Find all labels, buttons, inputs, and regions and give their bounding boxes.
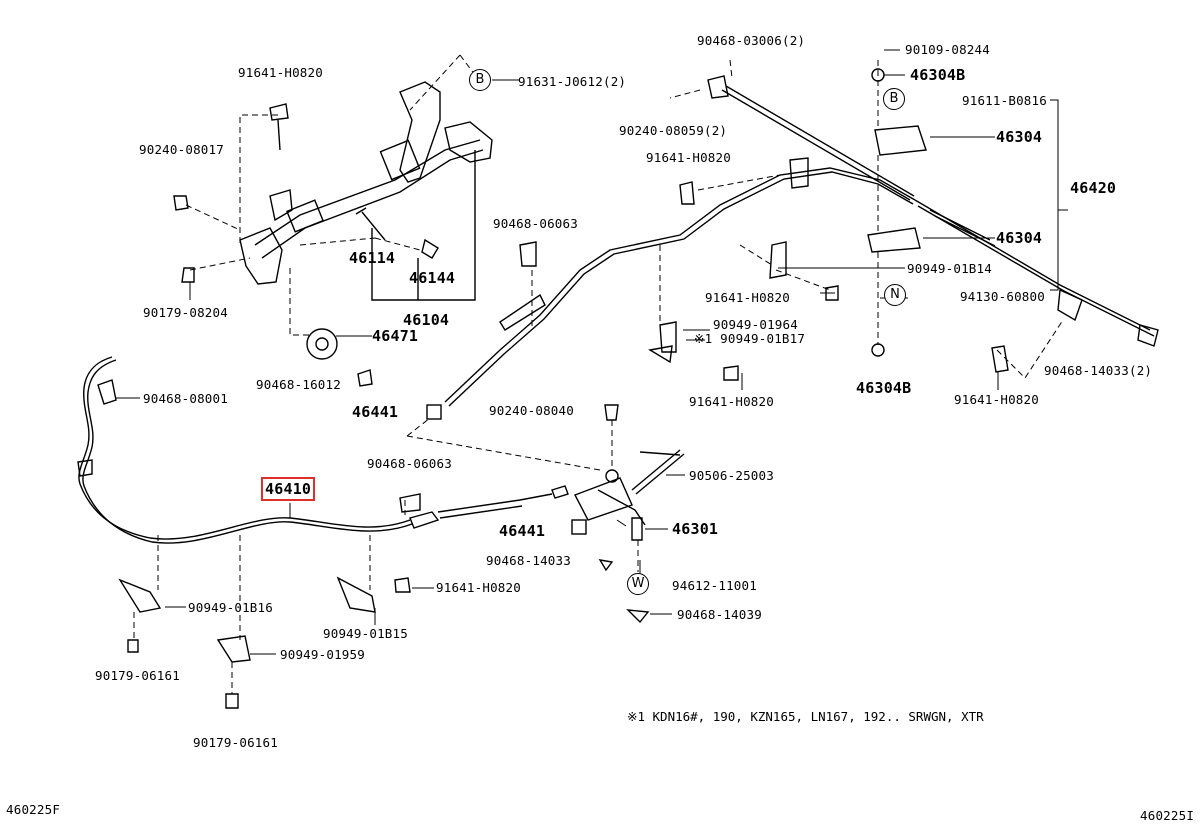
part-label-90240-08059: 90240-08059(2) — [619, 123, 728, 138]
part-label-46114: 46114 — [349, 249, 396, 267]
part-label-90468-08001: 90468-08001 — [143, 391, 228, 406]
diagram-code-right: 460225I — [1140, 808, 1195, 823]
callout-n: N — [884, 284, 906, 306]
part-label-91631-j0612: 91631-J0612(2) — [518, 74, 627, 89]
part-label-91641-h0820-c: 91641-H0820 — [646, 150, 731, 165]
part-label-94612-11001: 94612-11001 — [672, 578, 757, 593]
part-label-91641-h0820-e: 91641-H0820 — [689, 394, 774, 409]
part-label-46304b-lower: 46304B — [856, 379, 912, 397]
part-label-90468-16012: 90468-16012 — [256, 377, 341, 392]
part-label-46304b-upper: 46304B — [910, 66, 966, 84]
part-label-90109-08244: 90109-08244 — [905, 42, 990, 57]
part-label-90506-25003: 90506-25003 — [689, 468, 774, 483]
part-label-90468-06063-lower: 90468-06063 — [367, 456, 452, 471]
part-label-90179-08204: 90179-08204 — [143, 305, 228, 320]
part-label-90240-08040: 90240-08040 — [489, 403, 574, 418]
part-label-46144: 46144 — [409, 269, 456, 287]
part-label-90240-08017: 90240-08017 — [139, 142, 224, 157]
part-label-91611-b0816: 91611-B0816 — [962, 93, 1047, 108]
part-label-46410-highlighted: 46410 — [260, 477, 316, 501]
part-label-90468-14033-b: 90468-14033(2) — [1044, 363, 1153, 378]
part-label-46301: 46301 — [672, 520, 719, 538]
callout-b-right: B — [883, 88, 905, 110]
part-label-90949-01b14: 90949-01B14 — [907, 261, 992, 276]
part-label-90179-06161-b: 90179-06161 — [193, 735, 278, 750]
part-label-46104: 46104 — [403, 311, 450, 329]
callout-w: W — [627, 573, 649, 595]
part-label-90949-01b16: 90949-01B16 — [188, 600, 273, 615]
part-label-46471: 46471 — [372, 327, 419, 345]
rear-cable-46410 — [78, 356, 569, 544]
part-label-46304-upper: 46304 — [996, 128, 1043, 146]
part-label-91641-h0820: 91641-H0820 — [238, 65, 323, 80]
part-label-91641-h0820-f: 91641-H0820 — [954, 392, 1039, 407]
part-label-46441-lower: 46441 — [499, 522, 546, 540]
part-label-90468-03006: 90468-03006(2) — [697, 33, 806, 48]
part-label-90949-01b17: ※1 90949-01B17 — [694, 331, 806, 346]
parking-brake-lever — [239, 81, 493, 285]
part-label-90468-14039: 90468-14039 — [677, 607, 762, 622]
part-label-91641-h0820-d: 91641-H0820 — [705, 290, 790, 305]
part-label-90949-01964: 90949-01964 — [713, 317, 798, 332]
part-label-90949-01959: 90949-01959 — [280, 647, 365, 662]
part-label-94130-60800: 94130-60800 — [960, 289, 1045, 304]
part-label-46304-lower: 46304 — [996, 229, 1043, 247]
callout-b: B — [469, 69, 491, 91]
applicability-note: ※1 KDN16#, 190, KZN165, LN167, 192.. SRW… — [627, 709, 984, 724]
part-label-90179-06161-a: 90179-06161 — [95, 668, 180, 683]
part-label-90468-14033: 90468-14033 — [486, 553, 571, 568]
part-label-46441: 46441 — [352, 403, 399, 421]
diagram-code-left: 460225F — [6, 802, 61, 817]
part-label-90949-01b15: 90949-01B15 — [323, 626, 408, 641]
part-label-90468-06063-upper: 90468-06063 — [493, 216, 578, 231]
part-label-91641-h0820-lower: 91641-H0820 — [436, 580, 521, 595]
part-label-46420: 46420 — [1070, 179, 1117, 197]
